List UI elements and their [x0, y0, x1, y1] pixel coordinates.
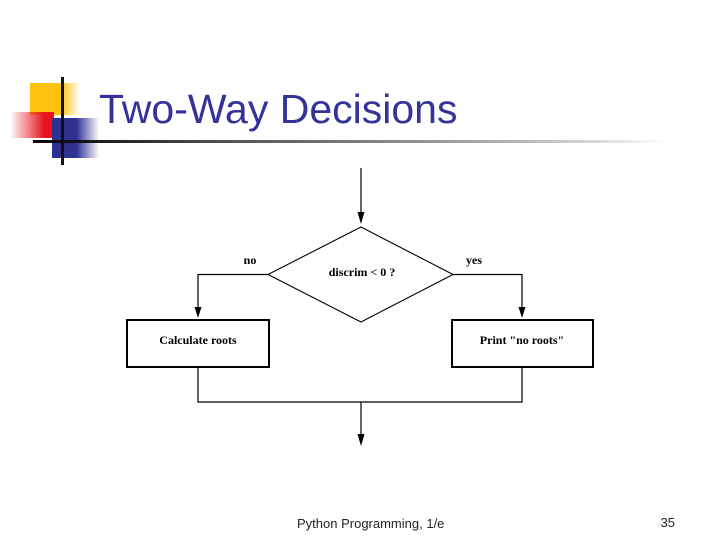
- yes-branch-connector: [453, 273, 526, 318]
- logo-blue-square-icon: [52, 118, 99, 158]
- no-branch-connector: [194, 273, 268, 318]
- title-underline-rule: [33, 140, 668, 143]
- flow-entry-arrow: [357, 168, 365, 224]
- slide-page-number: 35: [660, 515, 675, 530]
- logo-red-square-icon: [10, 112, 54, 138]
- calculate-roots-label: Calculate roots: [159, 333, 237, 347]
- no-branch-label: no: [244, 253, 257, 267]
- slide-title: Two-Way Decisions: [99, 86, 458, 132]
- logo-yellow-square-icon: [30, 83, 80, 115]
- print-no-roots-label: Print "no roots": [480, 333, 564, 347]
- decision-label: discrim < 0 ?: [329, 265, 396, 279]
- decision-diamond: [266, 226, 455, 323]
- calculate-roots-box: [126, 319, 270, 368]
- yes-branch-label: yes: [466, 253, 482, 267]
- footer-book-title: Python Programming, 1/e: [297, 516, 445, 531]
- merge-connector: [197, 367, 523, 403]
- flow-exit-arrow: [357, 402, 365, 446]
- logo-vertical-line: [61, 77, 64, 165]
